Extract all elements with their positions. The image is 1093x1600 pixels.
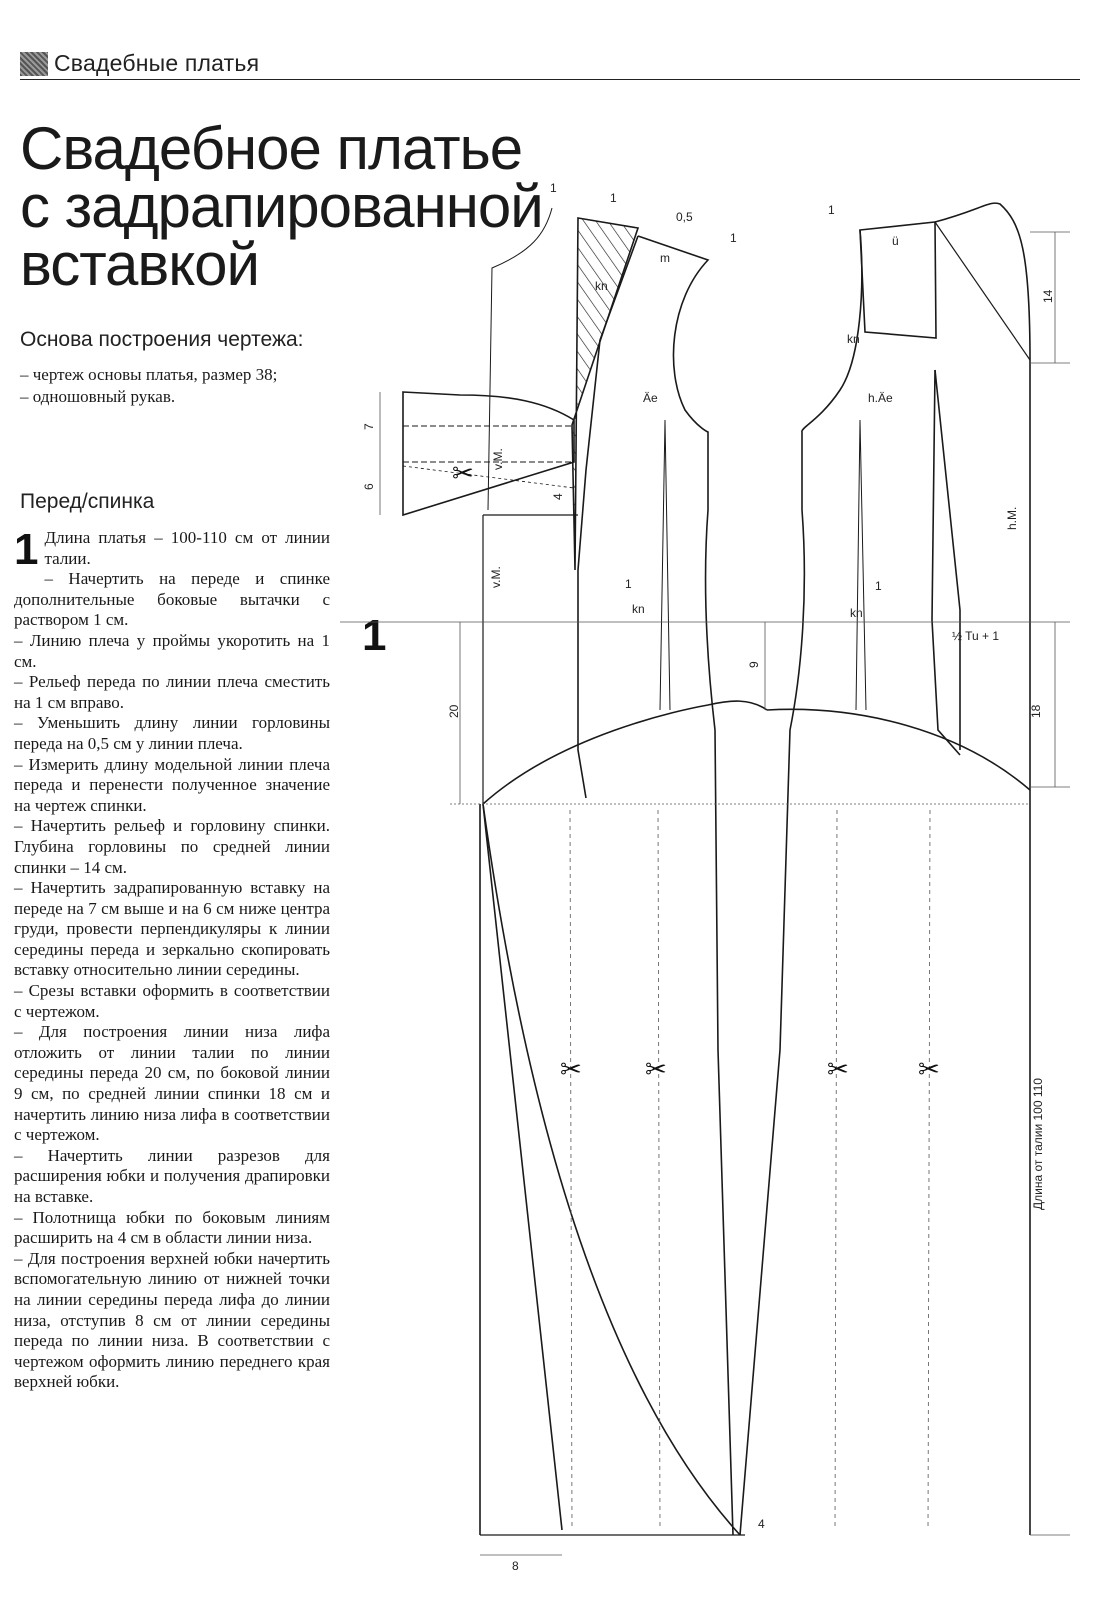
dimension-4: 4 [758,1517,765,1531]
section-marker-icon [20,52,48,76]
dimension-labels: 7 6 4 20 9 14 18 4 8 [362,289,1055,1573]
label-one: 1 [730,231,737,245]
section-header: Свадебные платья [20,50,1080,80]
front-back-heading: Перед/спинка [20,490,155,513]
drape-insert [402,391,575,517]
label-one: 1 [625,577,632,591]
pattern-drawing: 1 [340,181,1070,1573]
dimension-8: 8 [512,1559,519,1573]
label-one: 1 [610,191,617,205]
instruction-paragraph: – Срезы вставки оформить в соответствии … [14,981,330,1021]
hatched-insert [571,217,640,571]
instruction-paragraph: – Для построения линии низа лифа отложит… [14,1022,330,1145]
label-kn: kn [850,606,863,620]
label-u: ü [892,234,899,248]
label-kn: kn [632,602,645,616]
label-half-cm: 0,5 [676,210,693,224]
guide-lines [340,231,1070,1556]
instruction-paragraph: – Начертить рельеф и горловину спинки. Г… [14,816,330,877]
scissors-icon: ✂ [827,1055,849,1085]
figure-number: 1 [362,611,386,660]
page-title: Свадебное платье с задрапированной встав… [20,115,544,298]
title-line-3: вставкой [20,231,260,298]
label-h-ae: h.Äe [868,391,893,405]
dimension-6: 6 [362,483,376,490]
front-panel [402,207,768,1536]
length-note: Длина от талии 100 110 [1031,1078,1045,1210]
instruction-paragraph: – Линию плеча у проймы укоротить на 1 см… [14,630,330,671]
label-h-m: h.M. [1005,507,1019,530]
dimension-9: 9 [747,661,761,668]
instruction-paragraph: – Уменьшить длину линии горловины переда… [14,713,330,753]
instruction-paragraph: – Для построения верхней юбки начертить … [14,1248,330,1392]
dimension-7: 7 [362,423,376,430]
dimension-4: 4 [551,493,565,500]
scissors-icon: ✂ [452,459,474,489]
label-one: 1 [828,203,835,217]
scissor-marks: ✂ ✂ ✂ ✂ ✂ [452,459,940,1085]
section-title: Свадебные платья [54,50,260,76]
back-panel [739,202,1031,1536]
step-number: 1 [14,525,39,574]
label-ae: Äe [643,391,658,405]
instruction-paragraph: – Начертить задрапированную вставку на п… [14,878,330,980]
label-one: 1 [550,181,557,195]
label-one: 1 [875,579,882,593]
basis-list: – чертеж основы платья, размер 38; – одн… [20,364,277,408]
basis-heading: Основа построения чертежа: [20,328,304,351]
label-v-m: v.M. [491,448,505,470]
instruction-text: Длина платья – 100-110 см от линии талии… [44,528,330,568]
label-v-m: v.M. [489,566,503,588]
figure-labels: 1 1 0,5 1 1 kn m ü kn Äe h.Äe 1 kn 1 kn … [489,181,1045,1210]
basis-item: – чертеж основы платья, размер 38; [20,365,278,384]
scissors-icon: ✂ [918,1055,940,1085]
header-rule [20,79,1080,80]
label-half-tu: ½ Tu + 1 [952,629,999,643]
label-kn: kn [595,279,608,293]
label-m: m [660,251,670,265]
scissors-icon: ✂ [645,1055,667,1085]
title-line-2: с задрапированной [20,173,544,240]
instruction-paragraph: – Рельеф переда по линии плеча сместить … [14,672,330,712]
instruction-paragraph: – Начертить на переде и спинке дополните… [14,569,330,630]
scissors-icon: ✂ [560,1055,582,1085]
dimension-14: 14 [1041,289,1055,303]
dimension-18: 18 [1029,704,1043,718]
instruction-paragraph: – Начертить линии разрезов для расширени… [14,1145,330,1206]
basis-item: – одношовный рукав. [20,387,176,406]
title-line-1: Свадебное платье [20,115,523,182]
instruction-paragraph: – Полотнища юбки по боковым линиям расши… [14,1207,330,1248]
instruction-paragraph: – Измерить длину модельной линии плеча п… [14,754,330,815]
label-kn: kn [847,332,860,346]
dimension-20: 20 [447,704,461,718]
